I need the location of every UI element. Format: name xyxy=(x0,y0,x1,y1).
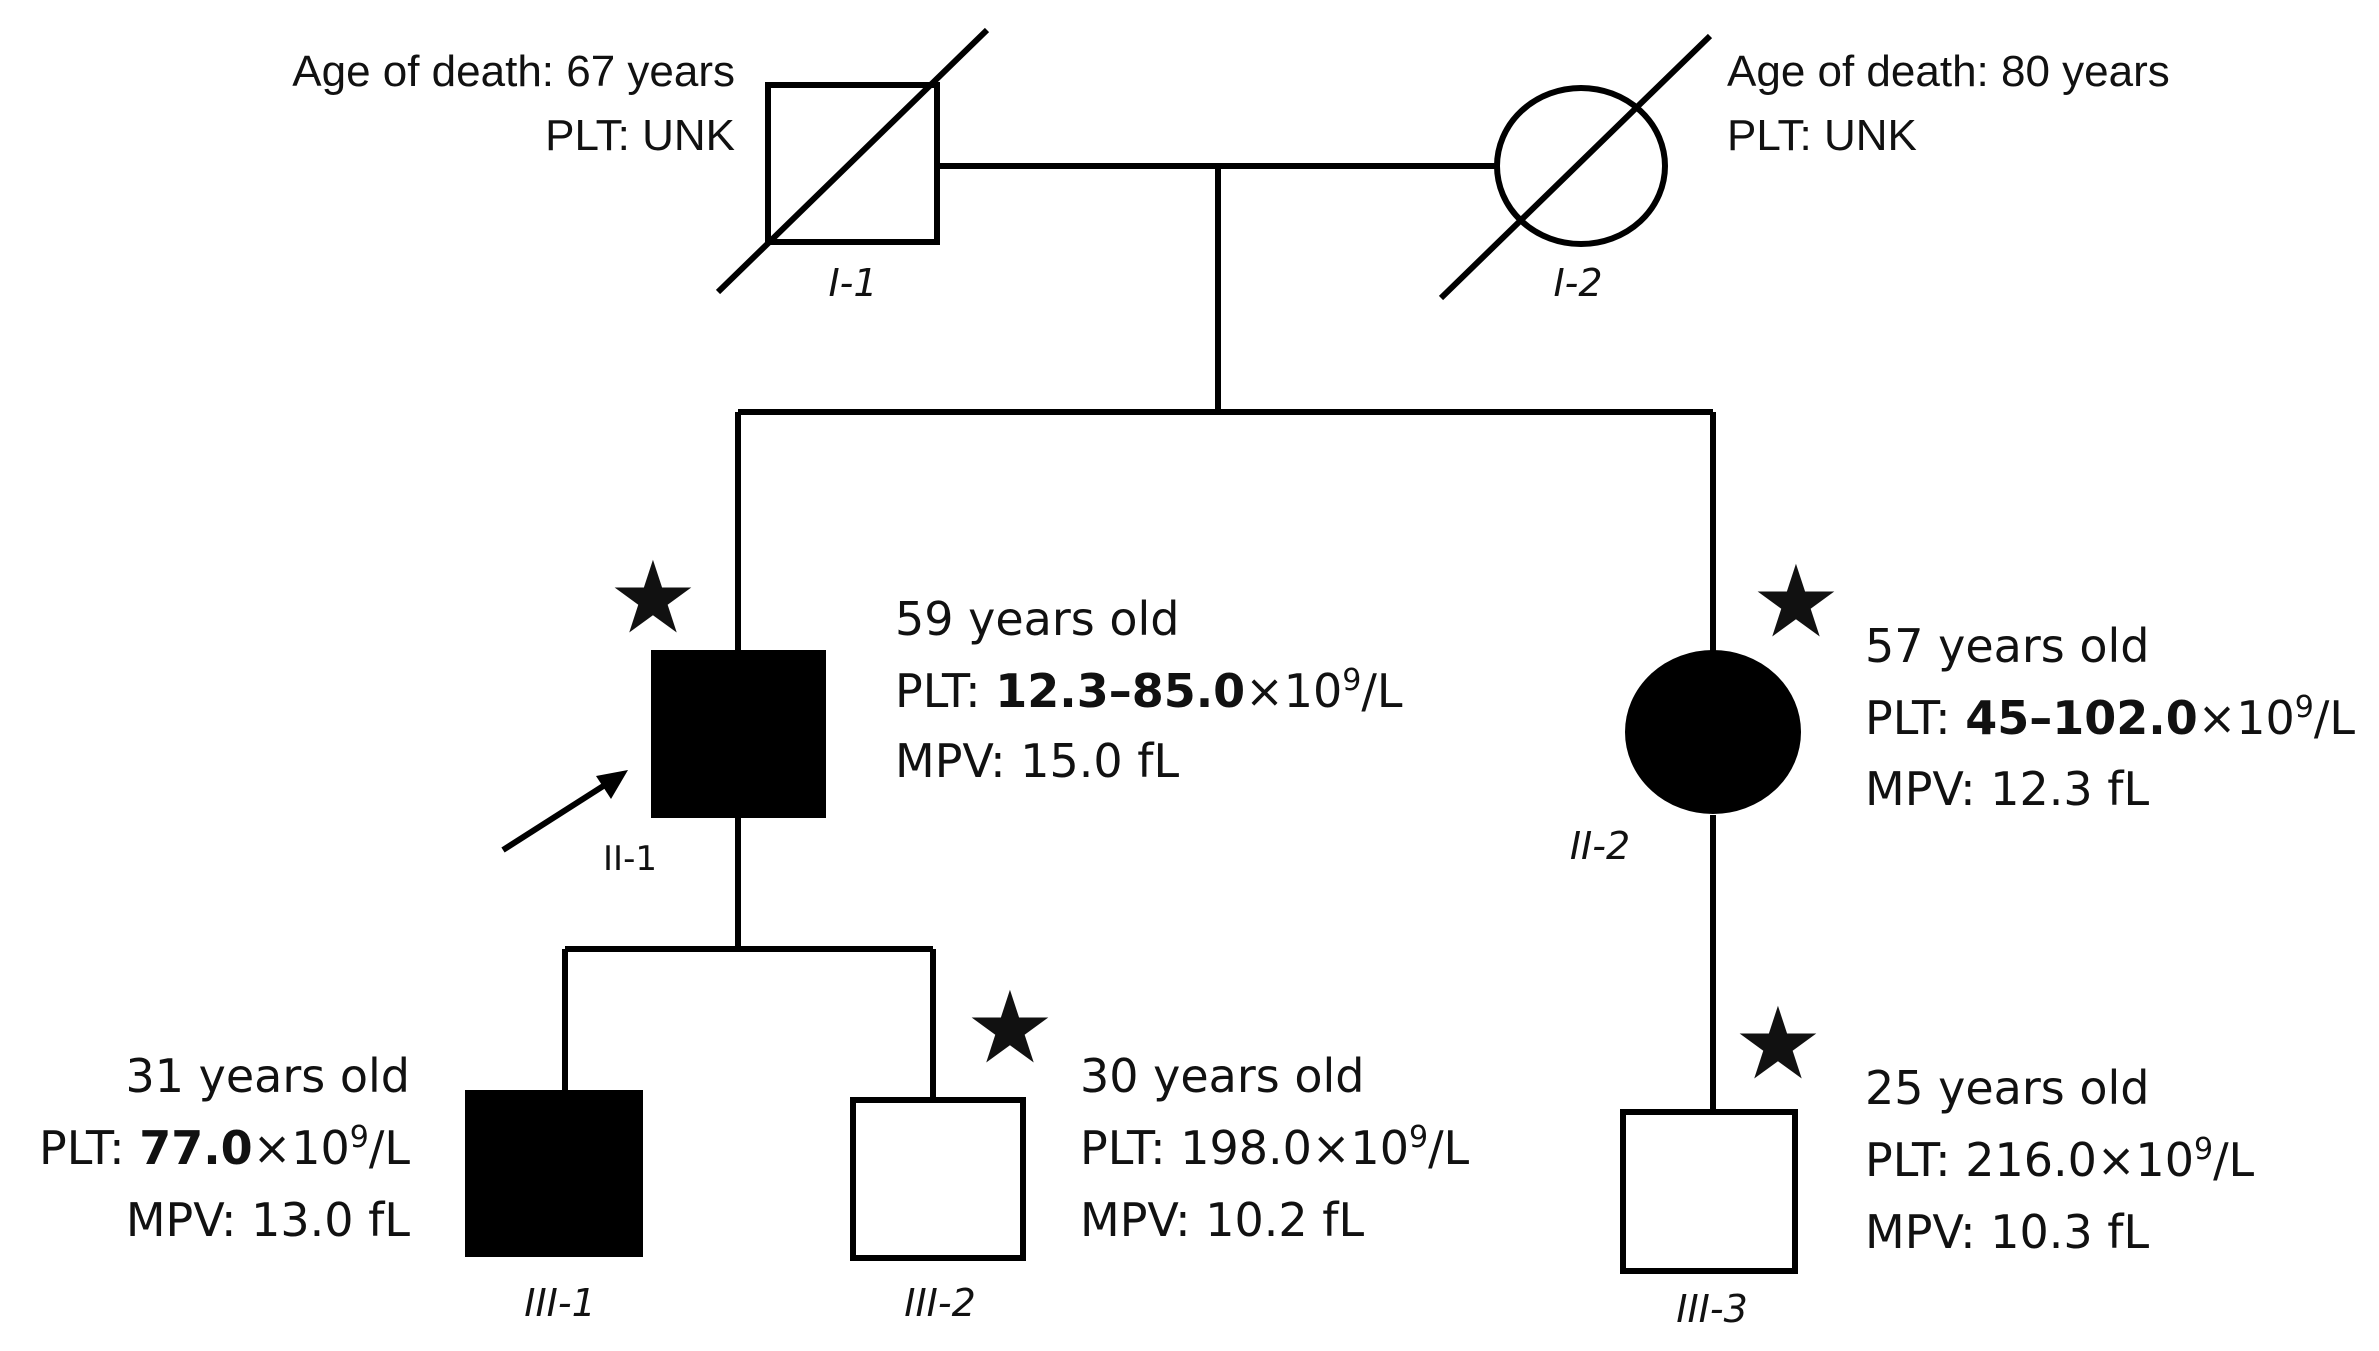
label-plt-III-2: PLT: 198.0×109/L xyxy=(1080,1120,1470,1175)
label-age-of-death-I-1: Age of death: 67 years xyxy=(292,47,735,96)
male-symbol-affected xyxy=(651,650,826,818)
star-icon: ★ xyxy=(1751,543,1841,660)
individual-II-1: ★ II-1 59 years old PLT: 12.3–85.0×109/L… xyxy=(501,539,1403,879)
individual-II-2: ★ II-2 57 years old PLT: 45–102.0×109/L … xyxy=(1570,543,2356,868)
star-icon: ★ xyxy=(965,969,1055,1086)
individual-III-3: ★ III-3 25 years old PLT: 216.0×109/L MP… xyxy=(1620,985,2255,1331)
male-symbol-unaffected xyxy=(850,1097,1026,1261)
id-label-II-2: II-2 xyxy=(1570,824,1630,868)
label-age-II-2: 57 years old xyxy=(1865,619,2150,673)
id-label-II-1: II-1 xyxy=(603,839,657,879)
female-symbol-affected xyxy=(1625,650,1801,814)
label-plt-III-3: PLT: 216.0×109/L xyxy=(1865,1132,2255,1187)
label-mpv-III-2: MPV: 10.2 fL xyxy=(1080,1193,1365,1247)
male-symbol-unaffected xyxy=(1620,1109,1798,1274)
star-icon: ★ xyxy=(608,539,698,656)
deceased-slash xyxy=(715,27,990,295)
id-label-I-1: I-1 xyxy=(828,261,877,305)
id-label-I-2: I-2 xyxy=(1553,261,1602,305)
individual-I-2: Age of death: 80 years PLT: UNK I-2 xyxy=(1438,33,2170,305)
male-symbol-affected xyxy=(465,1090,643,1257)
label-plt-I-2: PLT: UNK xyxy=(1727,111,1917,160)
label-age-III-1: 31 years old xyxy=(126,1049,411,1103)
label-mpv-III-3: MPV: 10.3 fL xyxy=(1865,1205,2150,1259)
label-mpv-II-2: MPV: 12.3 fL xyxy=(1865,762,2150,816)
label-plt-I-1: PLT: UNK xyxy=(545,111,735,160)
individual-I-1: Age of death: 67 years PLT: UNK I-1 xyxy=(292,27,990,305)
id-label-III-2: III-2 xyxy=(904,1281,976,1325)
label-age-III-2: 30 years old xyxy=(1080,1049,1365,1103)
individual-III-2: ★ III-2 30 years old PLT: 198.0×109/L MP… xyxy=(850,969,1470,1325)
deceased-slash xyxy=(1438,33,1713,301)
id-label-III-1: III-1 xyxy=(524,1281,596,1325)
label-plt-II-1: PLT: 12.3–85.0×109/L xyxy=(895,663,1403,718)
id-label-III-3: III-3 xyxy=(1676,1287,1748,1331)
proband-arrow-icon xyxy=(501,770,628,853)
individual-III-1: III-1 31 years old PLT: 77.0×109/L MPV: … xyxy=(39,1049,643,1325)
label-mpv-III-1: MPV: 13.0 fL xyxy=(126,1193,411,1247)
label-age-III-3: 25 years old xyxy=(1865,1061,2150,1115)
label-plt-II-2: PLT: 45–102.0×109/L xyxy=(1865,690,2355,745)
star-icon: ★ xyxy=(1733,985,1823,1102)
label-age-II-1: 59 years old xyxy=(895,592,1180,646)
label-mpv-II-1: MPV: 15.0 fL xyxy=(895,734,1180,788)
label-age-of-death-I-2: Age of death: 80 years xyxy=(1727,47,2170,96)
label-plt-III-1: PLT: 77.0×109/L xyxy=(39,1120,410,1175)
